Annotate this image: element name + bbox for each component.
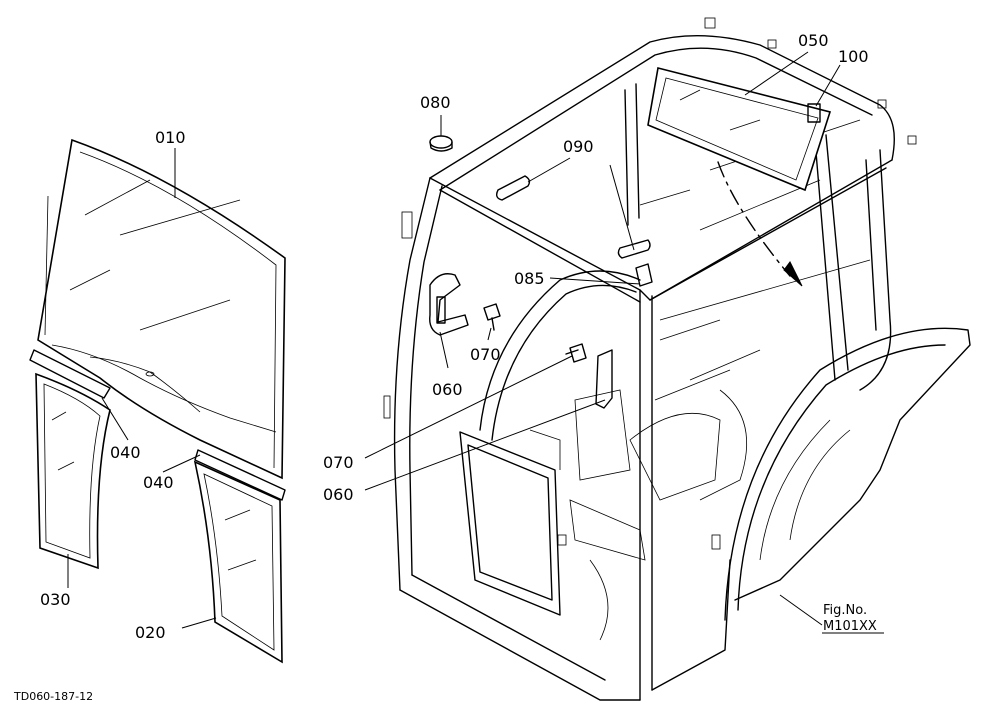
- callout-020: 020: [135, 623, 166, 642]
- figure-number-block: Fig.No. M101XX: [822, 603, 884, 634]
- callout-085: 085: [514, 269, 545, 288]
- grab-handle-060-left: [429, 273, 469, 336]
- callout-060-bottom: 060: [323, 485, 354, 504]
- callout-040-left: 040: [110, 443, 141, 462]
- callout-060-top: 060: [432, 380, 463, 399]
- right-lower-glass-020: [193, 460, 283, 664]
- leader-lines-right: [364, 51, 841, 626]
- roof-handle-090: [495, 175, 531, 201]
- swing-arrow: [717, 161, 803, 287]
- callout-090: 090: [563, 137, 594, 156]
- leader-lines-left: [67, 148, 217, 629]
- callout-100: 100: [838, 47, 869, 66]
- left-lower-glass-030: [35, 372, 111, 570]
- bolt-070-left: [483, 303, 501, 331]
- cap-080: [429, 135, 453, 152]
- drawing-code: TD060-187-12: [13, 690, 93, 703]
- cab-frame: [383, 17, 971, 701]
- callout-080: 080: [420, 93, 451, 112]
- callout-010: 010: [155, 128, 186, 147]
- rear-glass-050: [647, 67, 832, 192]
- fig-no-value: M101XX: [823, 619, 877, 634]
- front-windshield-glass: [37, 138, 286, 480]
- grommet-085: [617, 239, 653, 287]
- stopper-100: [807, 103, 821, 123]
- callout-040-right: 040: [143, 473, 174, 492]
- fig-no-label: Fig.No.: [823, 603, 867, 618]
- callout-070-top: 070: [470, 345, 501, 364]
- grab-handle-060-installed: [595, 349, 613, 409]
- callout-030: 030: [40, 590, 71, 609]
- bolt-070-installed: [565, 343, 587, 363]
- callout-050: 050: [798, 31, 829, 50]
- callout-070-bottom: 070: [323, 453, 354, 472]
- rubber-seal-strip-040-left: [29, 349, 111, 399]
